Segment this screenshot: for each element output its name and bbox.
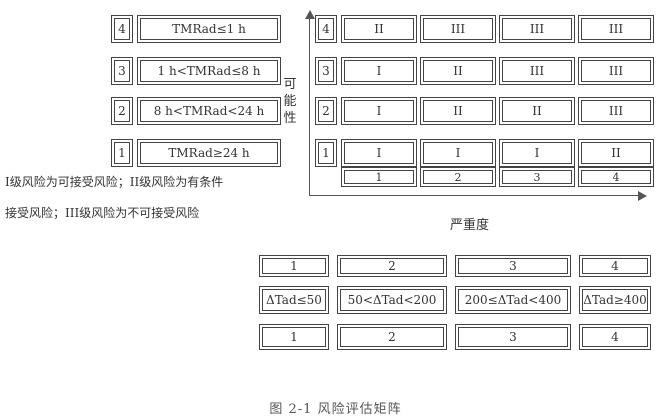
severity-label-4: 4 <box>578 167 654 187</box>
risk-note-line1: I级风险为可接受风险；II级风险为有条件 <box>5 175 224 189</box>
x-axis-line <box>309 195 639 196</box>
matrix-row-label-4: 4 <box>315 15 337 43</box>
delta-t-range-3: 200≤ΔTad<400 <box>455 286 571 314</box>
y-axis-arrow-icon <box>305 10 315 19</box>
matrix-row-label-2: 2 <box>315 97 337 125</box>
matrix-cell: I <box>341 97 417 125</box>
delta-t-range-1: ΔTad≤50 <box>259 286 329 314</box>
y-axis-label: 可能性 <box>283 77 297 126</box>
risk-note-line2: 接受风险；III级风险为不可接受风险 <box>5 206 200 220</box>
bottom-bot-cell: 3 <box>455 324 571 350</box>
matrix-cell: II <box>420 57 496 85</box>
x-axis-label: 严重度 <box>450 218 490 233</box>
bottom-top-cell: 2 <box>337 255 447 277</box>
matrix-cell: III <box>578 15 654 43</box>
matrix-row-label-1: 1 <box>315 139 337 167</box>
legend-cond-3: 1 h<TMRad≤8 h <box>137 57 281 85</box>
matrix-cell: III <box>499 15 575 43</box>
legend-num-4: 4 <box>111 15 133 43</box>
bottom-bot-cell: 4 <box>579 324 651 350</box>
legend-cond-4: TMRad≤1 h <box>137 15 281 43</box>
bottom-top-cell: 1 <box>259 255 329 277</box>
legend-num-1: 1 <box>111 139 133 167</box>
delta-t-range-4: ΔTad≥400 <box>579 286 651 314</box>
matrix-cell: II <box>341 15 417 43</box>
bottom-bot-cell: 1 <box>259 324 329 350</box>
legend-cond-1: TMRad≥24 h <box>137 139 281 167</box>
bottom-top-cell: 4 <box>579 255 651 277</box>
delta-t-range-2: 50<ΔTad<200 <box>337 286 447 314</box>
matrix-cell: I <box>499 139 575 167</box>
matrix-cell: I <box>341 57 417 85</box>
severity-label-2: 2 <box>420 167 496 187</box>
x-axis-arrow-icon <box>638 191 647 201</box>
legend-cond-2: 8 h<TMRad<24 h <box>137 97 281 125</box>
matrix-cell: I <box>420 139 496 167</box>
y-axis-line <box>309 16 310 196</box>
bottom-top-cell: 3 <box>455 255 571 277</box>
bottom-bot-cell: 2 <box>337 324 447 350</box>
matrix-cell: I <box>341 139 417 167</box>
matrix-cell: II <box>499 97 575 125</box>
matrix-row-label-3: 3 <box>315 57 337 85</box>
matrix-cell: III <box>420 15 496 43</box>
legend-num-3: 3 <box>111 57 133 85</box>
matrix-cell: III <box>578 57 654 85</box>
severity-label-3: 3 <box>499 167 575 187</box>
figure-caption: 图 2-1 风险评估矩阵 <box>269 402 402 417</box>
matrix-cell: III <box>578 97 654 125</box>
matrix-cell: II <box>578 139 654 167</box>
severity-label-1: 1 <box>341 167 417 187</box>
matrix-cell: III <box>499 57 575 85</box>
legend-num-2: 2 <box>111 97 133 125</box>
matrix-cell: II <box>420 97 496 125</box>
